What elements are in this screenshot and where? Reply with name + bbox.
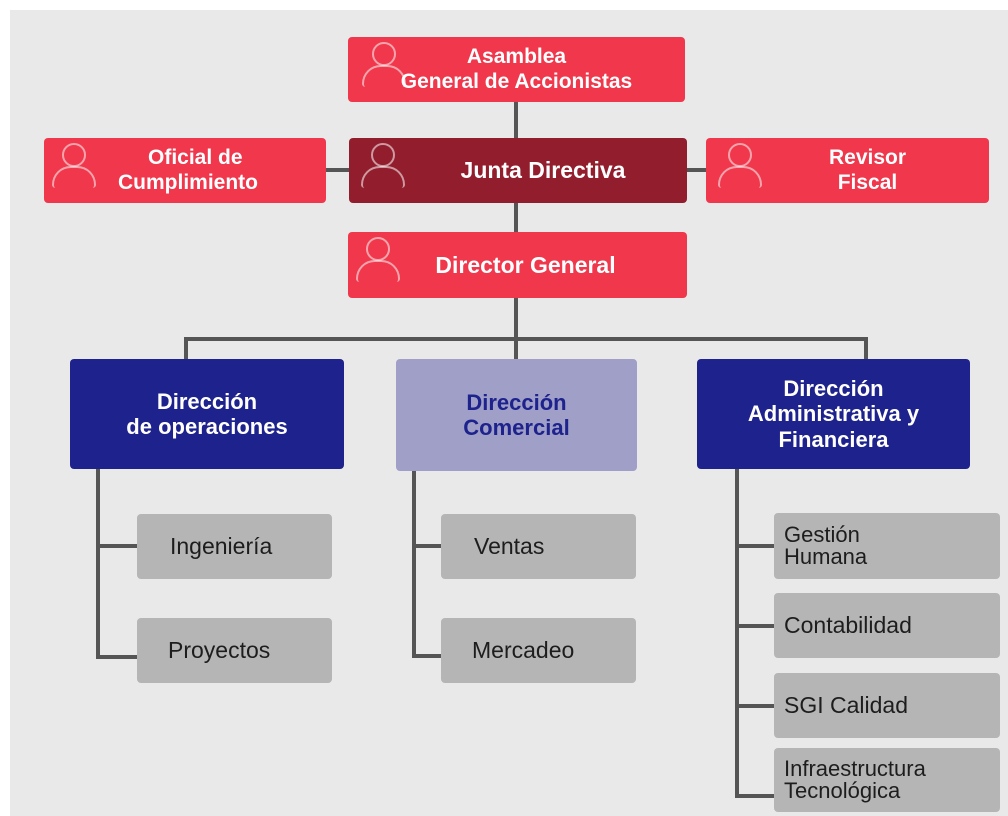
node-director-label: Director General bbox=[435, 251, 616, 278]
node-direccion-administrativa: Dirección Administrativa y Financiera bbox=[697, 359, 970, 469]
node-director-general: Director General bbox=[348, 232, 687, 298]
unit-gestion-humana-line1: Gestión bbox=[784, 522, 860, 547]
unit-mercadeo-label: Mercadeo bbox=[472, 637, 575, 664]
unit-contabilidad: Contabilidad bbox=[774, 593, 1000, 658]
unit-sgi-calidad: SGI Calidad bbox=[774, 673, 1000, 738]
unit-ventas: Ventas bbox=[441, 514, 636, 579]
unit-gestion-humana-line2: Humana bbox=[784, 544, 868, 569]
node-administrativa-line1: Dirección bbox=[783, 376, 884, 402]
node-administrativa-line2: Administrativa y bbox=[747, 401, 920, 427]
node-administrativa-line3: Financiera bbox=[778, 426, 889, 452]
node-junta-directiva: Junta Directiva bbox=[349, 138, 687, 203]
node-oficial-line2: Cumplimiento bbox=[118, 170, 258, 194]
node-direccion-operaciones: Dirección de operaciones bbox=[70, 359, 344, 469]
unit-ventas-label: Ventas bbox=[474, 533, 545, 560]
node-operaciones-line2: de operaciones bbox=[126, 414, 288, 439]
unit-infraestructura-line2: Tecnológica bbox=[784, 778, 901, 803]
node-operaciones-line1: Dirección bbox=[156, 388, 258, 414]
unit-infraestructura-line1: Infraestructura bbox=[784, 756, 926, 781]
unit-sgi-calidad-label: SGI Calidad bbox=[784, 692, 909, 719]
unit-ingenieria: Ingeniería bbox=[137, 514, 332, 579]
node-asamblea-line1: Asamblea bbox=[466, 45, 567, 69]
node-revisor-line1: Revisor bbox=[828, 146, 907, 170]
unit-mercadeo: Mercadeo bbox=[441, 618, 636, 683]
unit-ingenieria-label: Ingeniería bbox=[170, 533, 273, 560]
node-junta-label: Junta Directiva bbox=[460, 157, 626, 184]
node-revisor-fiscal: Revisor Fiscal bbox=[706, 138, 989, 203]
unit-contabilidad-label: Contabilidad bbox=[784, 612, 912, 639]
unit-gestion-humana: Gestión Humana bbox=[774, 513, 1000, 579]
node-oficial-cumplimiento: Oficial de Cumplimiento bbox=[44, 138, 326, 203]
node-oficial-line1: Oficial de bbox=[148, 146, 243, 170]
unit-infraestructura-tecnologica: Infraestructura Tecnológica bbox=[774, 748, 1000, 812]
unit-proyectos: Proyectos bbox=[137, 618, 332, 683]
node-direccion-comercial: Dirección Comercial bbox=[396, 359, 637, 471]
node-asamblea-line2: General de Accionistas bbox=[400, 69, 633, 93]
node-revisor-line2: Fiscal bbox=[837, 170, 898, 194]
node-comercial-line1: Dirección bbox=[466, 389, 567, 415]
node-comercial-line2: Comercial bbox=[463, 415, 570, 440]
node-asamblea: Asamblea General de Accionistas bbox=[348, 37, 685, 102]
unit-proyectos-label: Proyectos bbox=[168, 637, 271, 664]
